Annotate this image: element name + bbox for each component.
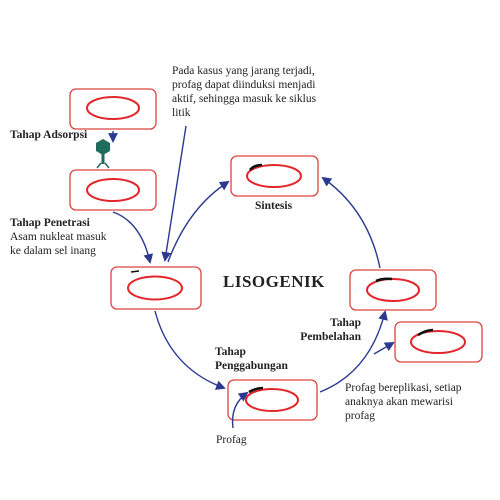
synthesis-label: Sintesis xyxy=(255,200,293,212)
arrow-to-penetration xyxy=(112,211,154,264)
bacterial-cell-synthesis xyxy=(230,155,319,197)
bacterial-cell-penetration xyxy=(110,266,202,310)
replication-note-line: Profag bereplikasi, setiap xyxy=(345,382,462,394)
induction-note-line: litik xyxy=(172,107,191,119)
bacterial-cell-adsorption xyxy=(69,169,157,211)
prophage-label: Profag xyxy=(216,434,247,446)
penetration-desc-line: Asam nukleat masuk xyxy=(10,231,107,243)
arrow-division-to-synthesis xyxy=(321,176,381,269)
division-label: Tahap Pembelahan xyxy=(299,316,361,344)
penetration-desc-line: ke dalam sel inang xyxy=(10,245,96,257)
integration-label-line: Tahap xyxy=(215,346,246,358)
adsorption-label: Tahap Adsorpsi xyxy=(10,129,88,141)
arrow-to-synthesis xyxy=(167,180,230,263)
bacterial-cell-division xyxy=(349,269,437,311)
replication-note-line: profag xyxy=(345,410,376,422)
replication-note: Profag bereplikasi, setiap anaknya akan … xyxy=(345,381,462,423)
arrow-prophage-pointer xyxy=(231,391,249,429)
arrow-to-daughter xyxy=(373,342,395,355)
division-label-line: Tahap xyxy=(330,317,361,329)
bacteriophage-icon xyxy=(96,139,110,169)
replication-note-line: anaknya akan mewarisi xyxy=(345,396,453,408)
bacterial-cell-initial xyxy=(69,88,157,130)
induction-note: Pada kasus yang jarang terjadi, profag d… xyxy=(172,64,316,120)
penetration-title: Tahap Penetrasi xyxy=(10,217,90,229)
division-label-line: Pembelahan xyxy=(300,331,361,343)
induction-note-line: Pada kasus yang jarang terjadi, xyxy=(172,65,315,77)
bacterial-cell-integration xyxy=(227,379,318,421)
integration-label-line: Penggabungan xyxy=(215,360,288,372)
arrow-induction xyxy=(161,125,187,262)
arrow-to-division xyxy=(319,310,388,393)
induction-note-line: profag dapat diinduksi menjadi xyxy=(172,79,316,91)
integration-label: Tahap Penggabungan xyxy=(215,345,288,373)
bacterial-cell-daughter xyxy=(394,321,483,363)
arrow-to-integration xyxy=(154,310,226,390)
center-title: LISOGENIK xyxy=(223,272,325,291)
induction-note-line: aktif, sehingga masuk ke siklus xyxy=(172,93,317,105)
penetration-label: Tahap Penetrasi Asam nukleat masuk ke da… xyxy=(10,216,106,258)
cycle-arrows xyxy=(108,125,395,429)
